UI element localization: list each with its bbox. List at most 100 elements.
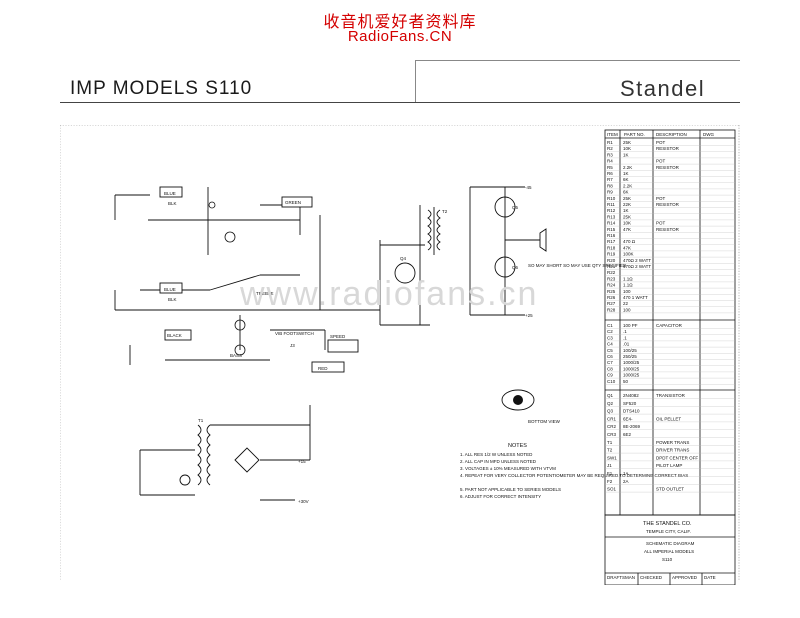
resistor-row-cell: R14 bbox=[607, 221, 616, 226]
page-title: IMP MODELS S110 bbox=[70, 78, 253, 99]
potentiometers bbox=[208, 201, 246, 356]
resistor-row-cell: RESISTOR bbox=[656, 202, 680, 207]
title-model: S110 bbox=[662, 557, 673, 562]
label-treble: TREBLE bbox=[256, 291, 274, 296]
resistor-row-cell: RESISTOR bbox=[656, 146, 680, 151]
center-watermark: www.radiofans.cn bbox=[240, 275, 539, 313]
label-blue-1: BLUE bbox=[164, 191, 176, 196]
label-black: BLACK bbox=[167, 333, 182, 338]
title-drawn: DRAFTSMAN bbox=[607, 575, 635, 580]
semi-row-cell: DPDT CENTER OFF bbox=[656, 455, 698, 460]
semi-row-cell: Q2 bbox=[607, 401, 614, 406]
capacitor-row-cell: C10 bbox=[607, 379, 616, 384]
semi-row-cell: 6E2 bbox=[623, 432, 632, 437]
col-part-no: PART NO. bbox=[624, 132, 645, 137]
resistor-row-cell: 25K bbox=[623, 214, 631, 219]
capacitor-row-cell: CAPACITOR bbox=[656, 323, 683, 328]
input-jacks bbox=[159, 186, 359, 373]
label-q4: Q4 bbox=[400, 256, 407, 261]
power-supply bbox=[139, 405, 311, 501]
resistor-row-cell: R24 bbox=[607, 283, 616, 288]
resistor-row-cell: 470 1 WATT bbox=[623, 295, 648, 300]
semi-row-cell: POWER TRANS bbox=[656, 440, 689, 445]
capacitor-row-cell: C9 bbox=[607, 373, 613, 378]
resistor-row-cell: R5 bbox=[607, 165, 613, 170]
resistor-row-cell: 25K bbox=[623, 140, 631, 145]
input-section bbox=[114, 187, 380, 365]
resistor-row-cell: R12 bbox=[607, 208, 616, 213]
resistor-row-cell: 1.1Ω bbox=[623, 283, 633, 288]
resistor-row-cell: 100 bbox=[623, 307, 631, 312]
label-blk-2: BLK bbox=[168, 297, 177, 302]
semi-row-cell: SW1 bbox=[607, 455, 617, 460]
title-block bbox=[604, 514, 736, 585]
page-border bbox=[60, 125, 740, 580]
semi-row-cell: CR1 bbox=[607, 416, 616, 421]
resistor-row-cell: 22K bbox=[623, 202, 631, 207]
notes-title: NOTES bbox=[508, 443, 527, 449]
resistor-row-cell: R28 bbox=[607, 307, 616, 312]
resistor-row-cell: 1.1Ω bbox=[623, 276, 633, 281]
driver-stage bbox=[379, 205, 441, 326]
label-blk-1: BLK bbox=[168, 201, 177, 206]
resistor-row-cell: 6K bbox=[623, 177, 629, 182]
capacitor-row-cell: .01 bbox=[623, 342, 630, 347]
label-red: RED bbox=[318, 366, 328, 371]
capacitor-row-cell: C7 bbox=[607, 360, 613, 365]
capacitor-row-cell: 250/25 bbox=[623, 354, 637, 359]
resistor-row-cell: 1K bbox=[623, 171, 629, 176]
label-minus45: -45 bbox=[525, 185, 532, 190]
resistor-row-cell: 100K bbox=[623, 252, 634, 257]
title-models: ALL IMPERIAL MODELS bbox=[644, 549, 694, 554]
label-blue-2: BLUE bbox=[164, 287, 176, 292]
semi-row-cell: F2 bbox=[607, 479, 613, 484]
note-5: 5. PART NOT APPLICABLE TO SERIES MODELS bbox=[460, 487, 561, 492]
capacitor-row-cell: C2 bbox=[607, 329, 613, 334]
resistor-row-cell: 47K bbox=[623, 227, 631, 232]
col-item: ITEM bbox=[607, 132, 618, 137]
capacitor-row-cell: 1000/25 bbox=[623, 373, 640, 378]
title-checked: CHECKED bbox=[640, 575, 663, 580]
semi-row-cell: 1A bbox=[623, 471, 629, 476]
semi-row-cell: 2A bbox=[623, 479, 629, 484]
brand-divider bbox=[415, 60, 416, 102]
resistor-row-cell: RESISTOR bbox=[656, 165, 680, 170]
resistor-row-cell: R20 bbox=[607, 258, 616, 263]
resistor-row-cell: R18 bbox=[607, 245, 616, 250]
semi-row-cell: CR2 bbox=[607, 424, 616, 429]
resistor-row-cell: R7 bbox=[607, 177, 613, 182]
resistor-row-cell: R17 bbox=[607, 239, 616, 244]
semi-row-cell: J1 bbox=[607, 463, 612, 468]
watermark-english: RadioFans.CN bbox=[347, 28, 453, 45]
semi-row-cell: 8E-2069 bbox=[623, 424, 641, 429]
resistor-row-cell: R1 bbox=[607, 140, 613, 145]
label-bass: BASS bbox=[230, 353, 242, 358]
resistor-row-cell: R22 bbox=[607, 270, 616, 275]
semi-row-cell: CR3 bbox=[607, 432, 616, 437]
capacitor-row-cell: 100/25 bbox=[623, 348, 637, 353]
resistor-row-cell: 10K bbox=[623, 146, 631, 151]
semi-row-cell: TRANSISTOR bbox=[656, 393, 686, 398]
resistor-row-cell: POT bbox=[656, 140, 666, 145]
resistor-row-cell: R16 bbox=[607, 233, 616, 238]
title-approved: APPROVED bbox=[672, 575, 698, 580]
resistor-row-cell: 470Ω 2 WATT bbox=[623, 264, 651, 269]
transistor-bottom-view bbox=[501, 389, 535, 411]
semi-row-cell: DRIVER TRANS bbox=[656, 448, 689, 453]
resistor-row-cell: R11 bbox=[607, 202, 615, 207]
header-rule bbox=[60, 102, 740, 103]
label-bottom-view: BOTTOM VIEW bbox=[528, 419, 561, 424]
resistor-row-cell: 1K bbox=[623, 208, 629, 213]
semi-row-cell: DTS410 bbox=[623, 409, 640, 414]
label-j3: J3 bbox=[290, 343, 295, 348]
col-description: DESCRIPTION bbox=[656, 132, 687, 137]
resistor-row-cell: 470Ω 2 WATT bbox=[623, 258, 651, 263]
resistor-row-cell: R6 bbox=[607, 171, 613, 176]
label-plus15: +15 bbox=[298, 459, 306, 464]
resistor-row-cell: 47K bbox=[623, 245, 631, 250]
semi-row-cell: T1 bbox=[607, 440, 613, 445]
resistor-row-cell: R23 bbox=[607, 276, 616, 281]
brand-logo: Standel bbox=[620, 76, 706, 101]
note-1: 1. ALL RES 1/2 W UNLESS NOTED bbox=[460, 452, 533, 457]
